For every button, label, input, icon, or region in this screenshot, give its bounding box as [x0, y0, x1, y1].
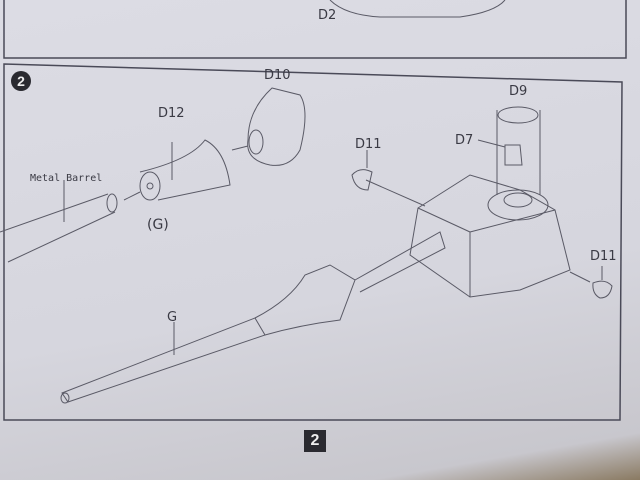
part-label-d7: D7: [455, 133, 474, 148]
part-label-d10: D10: [264, 68, 291, 83]
page-number: 2: [304, 430, 326, 452]
d11-left-drawing: [351, 150, 373, 191]
d10-mantlet-drawing: [231, 87, 306, 166]
part-label-d2: D2: [318, 8, 337, 23]
turret-drawing: [365, 106, 571, 298]
part-label-d9: D9: [509, 84, 528, 99]
gun-assembly-drawing: [60, 231, 446, 404]
d12-sleeve-drawing: [139, 139, 231, 201]
part-label-d11-right: D11: [590, 249, 617, 264]
step-panel-frame: [3, 63, 623, 421]
part-label-d12: D12: [158, 106, 185, 121]
part-label-g: G: [167, 310, 178, 325]
previous-step-panel: [3, 0, 627, 59]
step-number-badge: 2: [11, 71, 31, 91]
d11-right-drawing: [569, 266, 613, 299]
part-label-metal-barrel: Metal Barrel: [30, 173, 103, 184]
part-label-g-sub: (G): [147, 217, 169, 233]
metal-barrel-drawing: [0, 180, 141, 263]
part-label-d11-left: D11: [355, 137, 382, 152]
